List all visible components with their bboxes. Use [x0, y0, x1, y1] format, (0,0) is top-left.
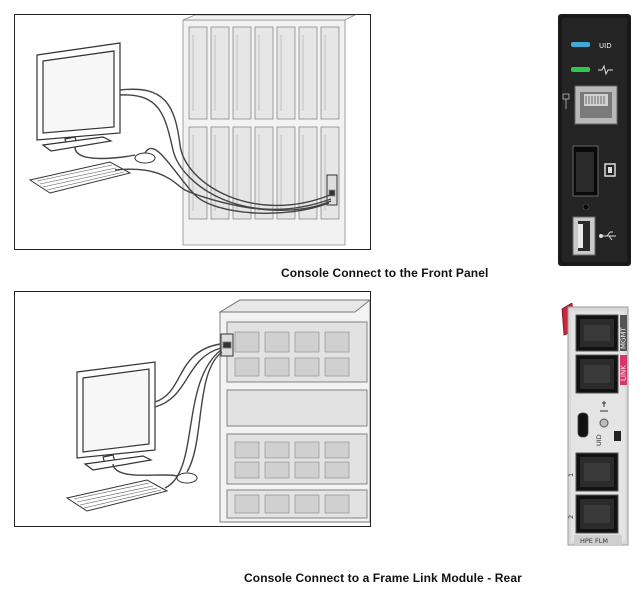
frame-link-module-photo: MGMT LINK UID 1 2 HPE FLM [558, 302, 631, 555]
frame-link-module-drawing: MGMT LINK UID 1 2 HPE FLM [558, 302, 631, 555]
usb-icon [599, 231, 616, 241]
link-label-bg [620, 355, 627, 385]
mgmt-label-bg [620, 315, 627, 351]
link-label: LINK [620, 365, 628, 381]
screw-hole [582, 203, 590, 211]
module-name-label: HPE FLM [580, 537, 608, 545]
mgmt-port [575, 314, 619, 394]
keyboard-icon [28, 161, 132, 194]
uid-led [571, 42, 590, 47]
monitor-icon [76, 361, 156, 471]
console-cable [112, 343, 223, 489]
power-icon [600, 401, 608, 412]
front-panel-module-drawing: UID [558, 14, 631, 266]
front-panel-module-photo: UID [558, 14, 631, 266]
displayport-icon [604, 163, 616, 177]
network-icon [562, 93, 570, 109]
displayport [572, 145, 599, 197]
enclosure-rear-icon [218, 299, 370, 523]
uplink-ports [575, 452, 619, 534]
console-cable [74, 88, 332, 214]
usb-port [572, 216, 596, 256]
port-2-label: 2 [567, 515, 575, 519]
frame-link-caption: Console Connect to a Frame Link Module -… [244, 571, 522, 585]
front-panel-illustration [14, 14, 371, 250]
reset-button [599, 418, 609, 428]
uid-led [614, 431, 621, 441]
mouse-icon [134, 152, 156, 164]
enclosure-front-icon [182, 15, 356, 246]
monitor-icon [36, 42, 121, 152]
front-panel-drawing [28, 15, 356, 246]
port-1-label: 1 [567, 473, 575, 477]
usb-c-port [577, 412, 589, 438]
health-icon [598, 64, 613, 76]
frame-link-drawing [65, 299, 370, 523]
uid-label: UID [595, 434, 603, 446]
mouse-icon [176, 472, 198, 484]
uid-label: UID [599, 42, 612, 50]
mgmt-label: MGMT [620, 326, 628, 349]
front-panel-caption: Console Connect to the Front Panel [281, 266, 489, 280]
keyboard-icon [65, 479, 169, 512]
frame-link-illustration [14, 291, 371, 527]
ethernet-port [574, 85, 618, 125]
module-name-plate [574, 535, 622, 545]
health-led [571, 67, 590, 72]
